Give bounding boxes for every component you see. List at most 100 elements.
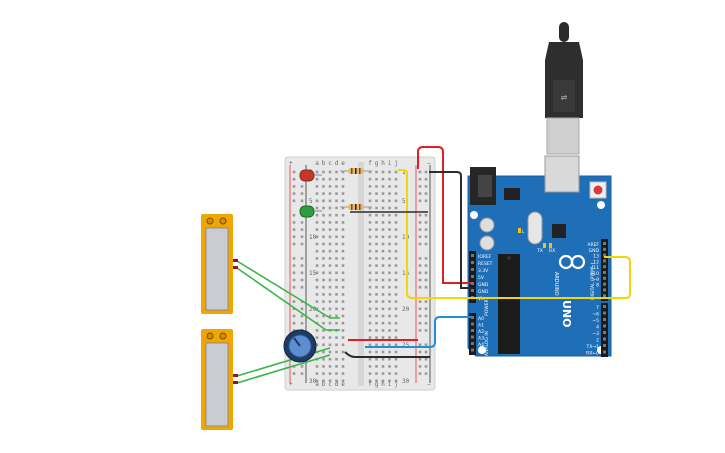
breadboard-hole[interactable] — [388, 192, 391, 195]
breadboard-hole[interactable] — [368, 242, 372, 246]
header-pin[interactable] — [471, 275, 474, 278]
rail-hole[interactable] — [292, 271, 296, 275]
breadboard-hole[interactable] — [341, 264, 345, 267]
header-pin[interactable] — [603, 242, 606, 245]
breadboard-hole[interactable] — [368, 264, 372, 267]
rail-hole[interactable] — [418, 213, 422, 217]
rail-hole[interactable] — [418, 221, 422, 224]
rail-hole[interactable] — [300, 257, 304, 260]
breadboard-hole[interactable] — [368, 350, 372, 354]
breadboard-hole[interactable] — [394, 350, 398, 354]
breadboard-hole[interactable] — [388, 321, 391, 325]
breadboard-hole[interactable] — [341, 365, 345, 368]
breadboard-hole[interactable] — [381, 213, 385, 217]
breadboard-hole[interactable] — [335, 285, 338, 289]
breadboard-hole[interactable] — [381, 372, 385, 375]
breadboard-hole[interactable] — [315, 379, 319, 383]
breadboard-hole[interactable] — [322, 350, 325, 354]
breadboard-hole[interactable] — [381, 357, 385, 361]
breadboard-hole[interactable] — [315, 242, 319, 246]
breadboard-hole[interactable] — [375, 228, 378, 231]
breadboard-hole[interactable] — [368, 228, 372, 231]
breadboard-hole[interactable] — [315, 213, 319, 217]
breadboard-hole[interactable] — [375, 192, 378, 195]
breadboard-hole[interactable] — [328, 170, 332, 174]
rail-hole[interactable] — [300, 285, 304, 289]
breadboard-hole[interactable] — [328, 264, 332, 267]
breadboard-hole[interactable] — [381, 192, 385, 195]
black-pot-ground-wire[interactable] — [344, 351, 430, 358]
breadboard-hole[interactable] — [381, 300, 385, 303]
breadboard-hole[interactable] — [335, 321, 338, 325]
breadboard-hole[interactable] — [368, 192, 372, 195]
rail-hole[interactable] — [424, 372, 428, 375]
header-pin[interactable] — [603, 247, 606, 251]
breadboard-hole[interactable] — [341, 307, 345, 311]
rail-hole[interactable] — [424, 321, 428, 325]
rail-hole[interactable] — [292, 314, 296, 318]
breadboard-hole[interactable] — [322, 314, 325, 318]
rail-hole[interactable] — [418, 235, 422, 239]
breadboard-hole[interactable] — [375, 177, 378, 181]
breadboard-hole[interactable] — [322, 177, 325, 181]
breadboard-hole[interactable] — [375, 285, 378, 289]
breadboard-hole[interactable] — [375, 307, 378, 311]
breadboard-hole[interactable] — [381, 185, 385, 188]
breadboard-hole[interactable] — [335, 365, 338, 368]
breadboard-hole[interactable] — [394, 278, 398, 282]
breadboard-hole[interactable] — [381, 343, 385, 347]
black-ground-wire[interactable] — [429, 171, 471, 289]
breadboard-hole[interactable] — [368, 343, 372, 347]
breadboard-hole[interactable] — [381, 228, 385, 231]
breadboard-hole[interactable] — [368, 278, 372, 282]
breadboard-hole[interactable] — [388, 257, 391, 260]
breadboard-hole[interactable] — [315, 264, 319, 267]
breadboard-hole[interactable] — [388, 199, 391, 203]
breadboard-hole[interactable] — [375, 321, 378, 325]
rail-hole[interactable] — [292, 192, 296, 195]
breadboard-hole[interactable] — [368, 170, 372, 174]
breadboard-hole[interactable] — [328, 185, 332, 188]
breadboard-hole[interactable] — [341, 170, 345, 174]
breadboard-hole[interactable] — [368, 321, 372, 325]
rail-hole[interactable] — [418, 314, 422, 318]
rail-hole[interactable] — [292, 264, 296, 267]
rail-hole[interactable] — [418, 343, 422, 347]
rail-hole[interactable] — [424, 213, 428, 217]
rail-hole[interactable] — [418, 242, 422, 246]
breadboard-hole[interactable] — [341, 314, 345, 318]
breadboard-hole[interactable] — [335, 314, 338, 318]
breadboard-hole[interactable] — [375, 206, 378, 210]
green-flex2-wire-b[interactable] — [236, 354, 331, 384]
header-pin[interactable] — [603, 337, 606, 341]
breadboard-hole[interactable] — [328, 357, 332, 361]
breadboard-hole[interactable] — [368, 257, 372, 260]
breadboard-hole[interactable] — [322, 185, 325, 188]
rail-hole[interactable] — [424, 357, 428, 361]
breadboard-hole[interactable] — [368, 336, 372, 339]
breadboard-hole[interactable] — [375, 357, 378, 361]
breadboard-hole[interactable] — [335, 372, 338, 375]
breadboard-hole[interactable] — [322, 170, 325, 174]
rail-hole[interactable] — [418, 192, 422, 195]
breadboard-hole[interactable] — [315, 206, 319, 210]
breadboard-hole[interactable] — [328, 257, 332, 260]
breadboard-hole[interactable] — [394, 199, 398, 203]
digital-header-high[interactable] — [601, 239, 608, 301]
breadboard-hole[interactable] — [315, 170, 319, 174]
breadboard-hole[interactable] — [341, 300, 345, 303]
breadboard-hole[interactable] — [388, 293, 391, 296]
rail-hole[interactable] — [300, 242, 304, 246]
breadboard-hole[interactable] — [341, 249, 345, 253]
breadboard-hole[interactable] — [315, 343, 319, 347]
breadboard-hole[interactable] — [368, 357, 372, 361]
rail-hole[interactable] — [418, 199, 422, 203]
breadboard-hole[interactable] — [335, 228, 338, 231]
breadboard-hole[interactable] — [335, 192, 338, 195]
breadboard-hole[interactable] — [388, 177, 391, 181]
breadboard-hole[interactable] — [394, 264, 398, 267]
breadboard-hole[interactable] — [328, 307, 332, 311]
flex-sensor-2[interactable] — [201, 329, 238, 430]
breadboard-hole[interactable] — [368, 221, 372, 224]
header-pin[interactable] — [603, 271, 606, 274]
